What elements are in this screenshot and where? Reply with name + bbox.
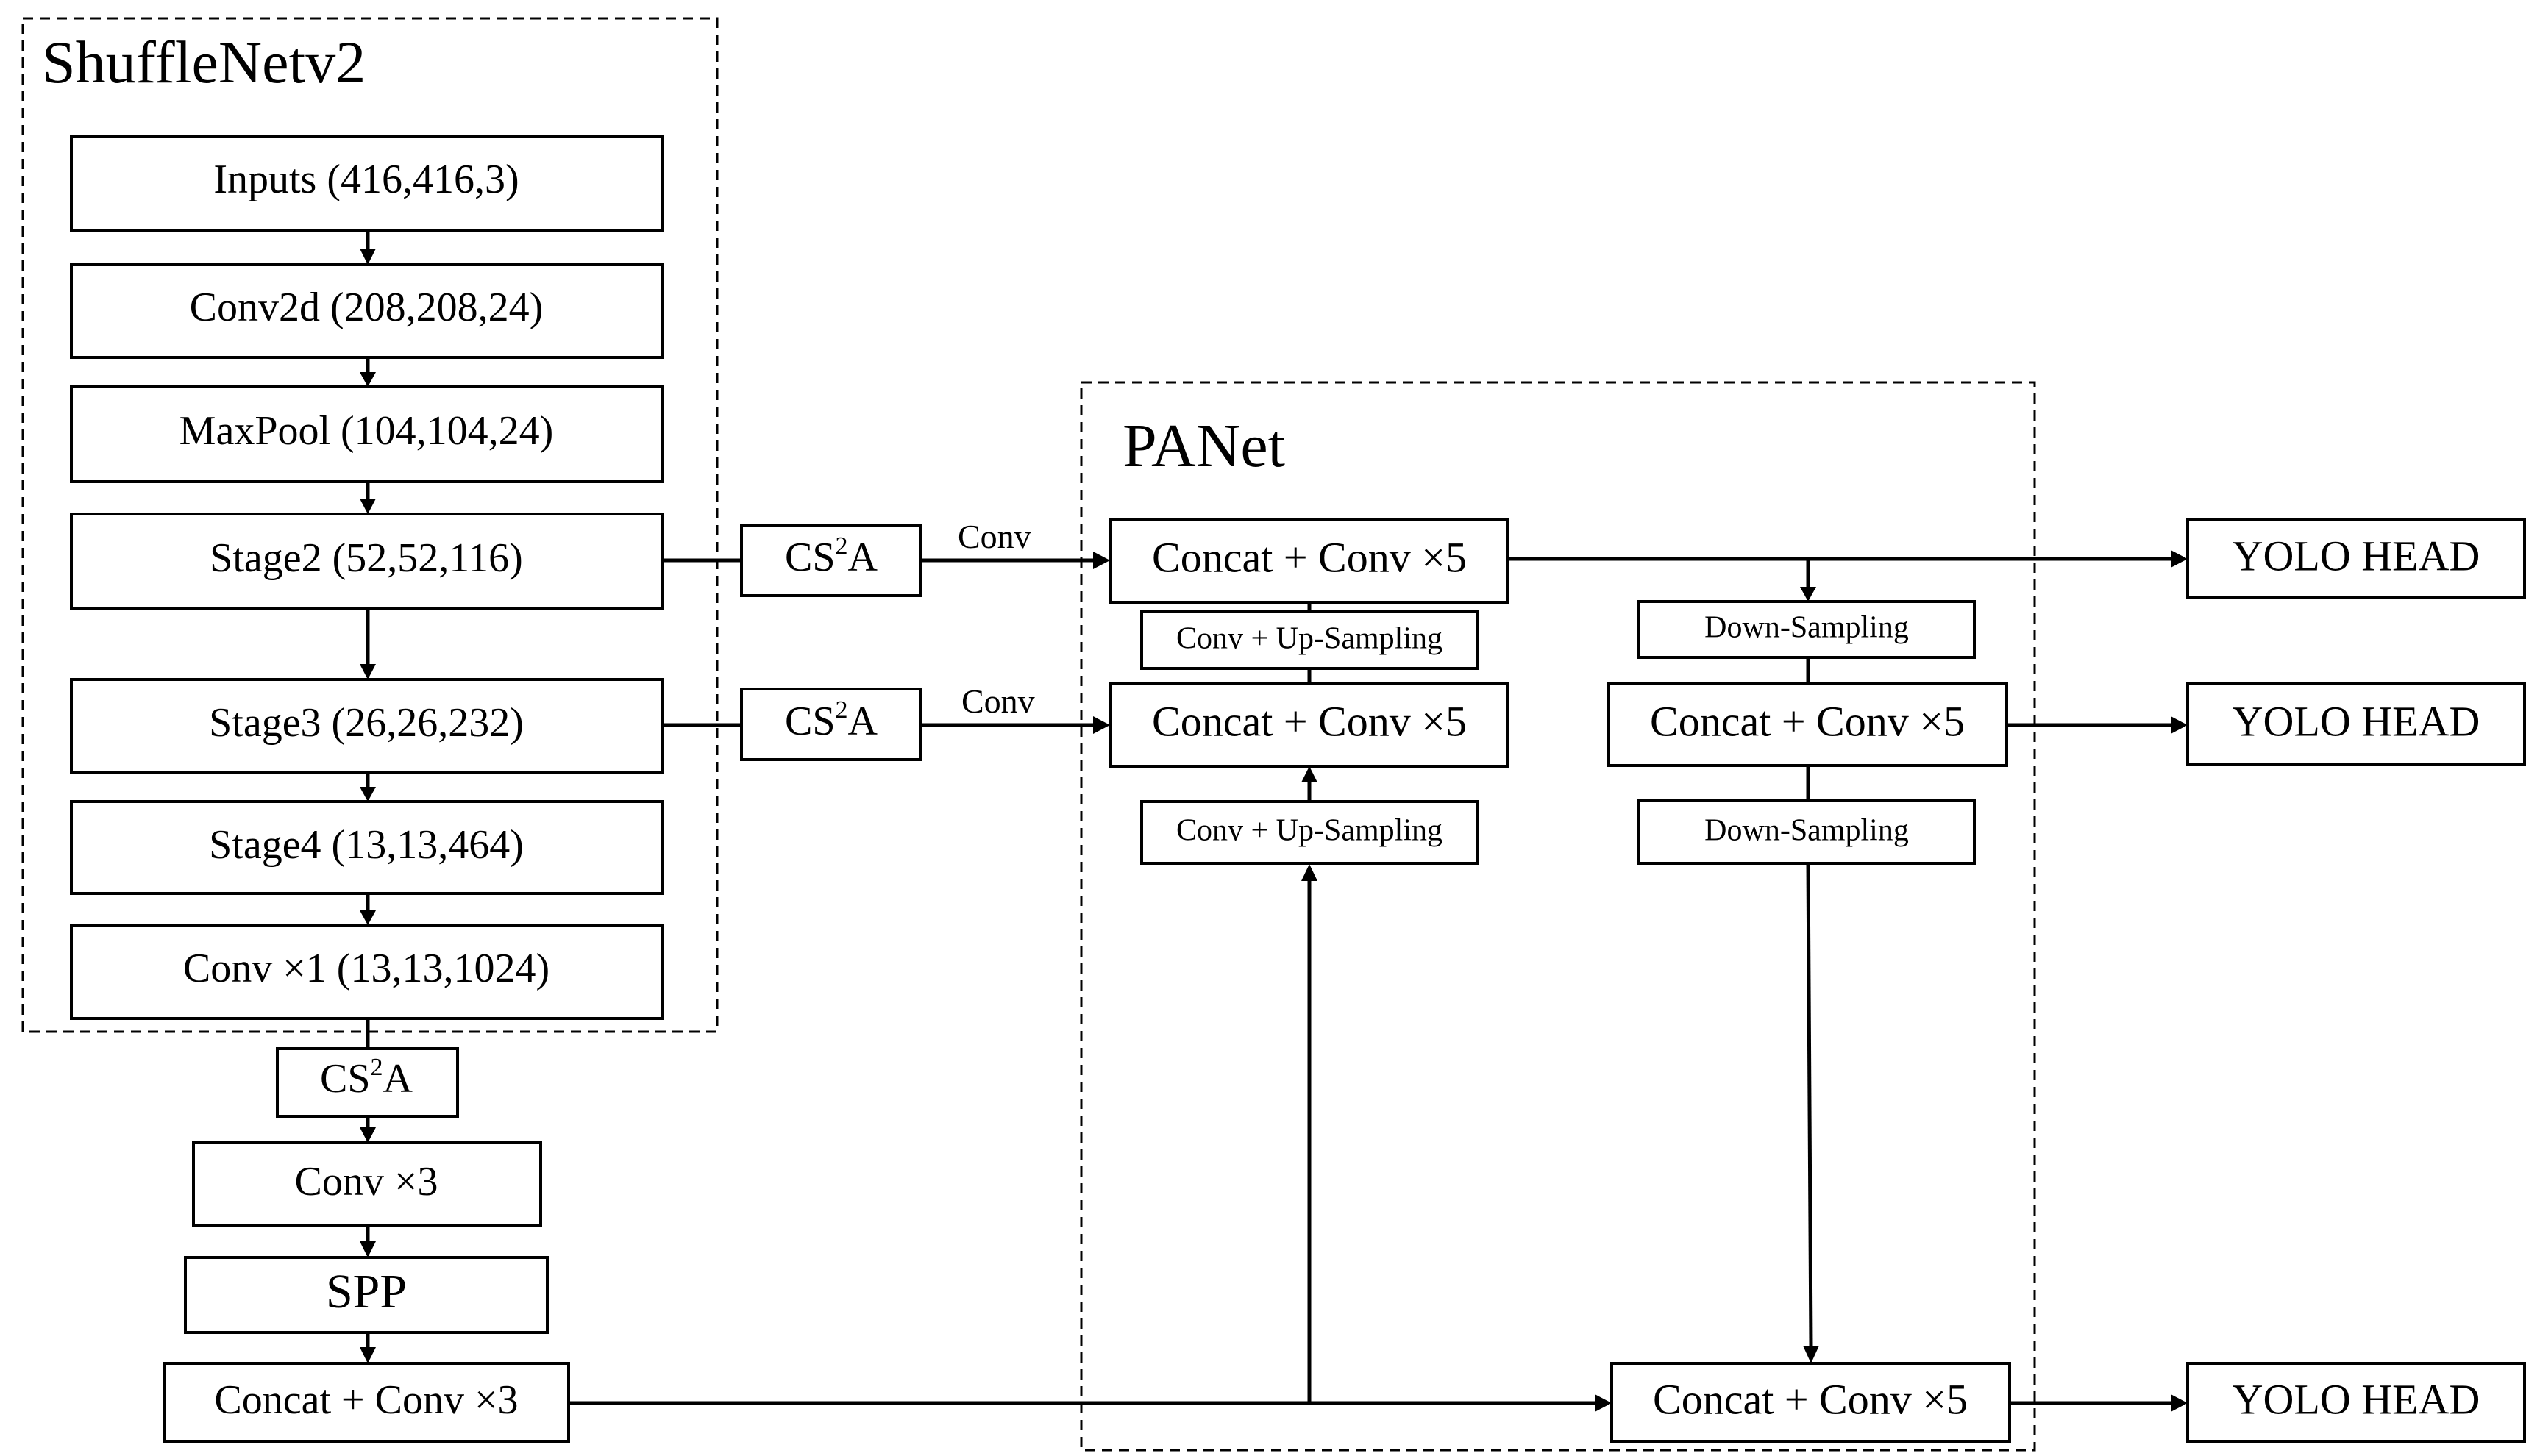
- attention-nodes: CS2A CS2A: [740, 524, 922, 761]
- node-cs2a-bottom: CS2A: [276, 1047, 459, 1118]
- panet-group: PANet: [1080, 381, 2036, 1452]
- node-stage2: Stage2 (52,52,116): [70, 513, 664, 610]
- connections: Conv Conv: [360, 231, 2188, 1412]
- node-conv-upsampling-1-label: Conv + Up-Sampling: [1176, 622, 1442, 656]
- arrow-concat-top-yolo1: [2171, 550, 2188, 568]
- arrow-ds2-concat-bottom: [1803, 1346, 1819, 1363]
- arrow-stage4-convx1: [360, 910, 376, 925]
- node-maxpool-label: MaxPool (104,104,24): [179, 408, 554, 454]
- edge-label-conv-2: Conv: [961, 682, 1035, 720]
- shufflenet-backbone-title: ShuffleNetv2: [42, 29, 366, 96]
- node-yolo-head-1: YOLO HEAD: [2186, 518, 2526, 599]
- node-stage3: Stage3 (26,26,232): [70, 678, 664, 774]
- panet-frame: [1080, 381, 2036, 1452]
- panet-title: PANet: [1123, 412, 1285, 480]
- node-concat-mid-left: Concat + Conv ×5: [1109, 682, 1509, 768]
- node-concat-mid-right-label: Concat + Conv ×5: [1650, 697, 1965, 745]
- arrow-conv2d-maxpool: [360, 372, 376, 387]
- node-inputs-label: Inputs (416,416,3): [213, 157, 519, 202]
- node-concat-bottom-right-label: Concat + Conv ×5: [1653, 1375, 1968, 1423]
- node-inputs: Inputs (416,416,3): [70, 135, 664, 232]
- shufflenet-backbone-frame: [21, 17, 719, 1033]
- arrow-stage2-stage3: [360, 664, 376, 679]
- node-yolo-head-2: YOLO HEAD: [2186, 682, 2526, 766]
- node-spp-label: SPP: [326, 1265, 407, 1318]
- node-stage3-label: Stage3 (26,26,232): [209, 700, 524, 746]
- arrow-concat-mid-right-yolo2: [2171, 716, 2188, 734]
- edge-label-conv-1: Conv: [958, 518, 1031, 555]
- node-down-sampling-2: Down-Sampling: [1637, 799, 1976, 865]
- node-yolo-head-3: YOLO HEAD: [2186, 1362, 2526, 1443]
- node-conv2d: Conv2d (208,208,24): [70, 263, 664, 359]
- node-cs2a-2-label: CS2A: [785, 696, 878, 744]
- node-concat-mid-right: Concat + Conv ×5: [1607, 682, 2008, 767]
- arrow-inputs-conv2d: [360, 249, 376, 265]
- node-cs2a-1-label: CS2A: [785, 532, 878, 580]
- node-spp: SPP: [184, 1256, 549, 1334]
- node-stage4: Stage4 (13,13,464): [70, 800, 664, 895]
- node-yolo-head-3-label: YOLO HEAD: [2233, 1375, 2480, 1423]
- node-concat-mid-left-label: Concat + Conv ×5: [1152, 697, 1467, 745]
- node-conv-upsampling-1: Conv + Up-Sampling: [1140, 610, 1479, 670]
- node-conv-x3-label: Conv ×3: [295, 1159, 438, 1205]
- node-cs2a-1: CS2A: [740, 524, 922, 597]
- arrow-spp-concatx3: [360, 1347, 376, 1363]
- node-concat-bottom-right: Concat + Conv ×5: [1610, 1362, 2011, 1443]
- node-conv-upsampling-2: Conv + Up-Sampling: [1140, 800, 1479, 865]
- node-conv-x3: Conv ×3: [192, 1141, 542, 1227]
- node-conv2d-label: Conv2d (208,208,24): [190, 285, 544, 330]
- arrow-convx3-spp: [360, 1241, 376, 1257]
- node-concat-top-left-label: Concat + Conv ×5: [1152, 533, 1467, 581]
- node-concat-top-left: Concat + Conv ×5: [1109, 518, 1509, 604]
- arrow-concat-bottom-yolo3: [2171, 1394, 2188, 1412]
- node-cs2a-bottom-label: CS2A: [320, 1054, 413, 1102]
- arrow-branch-downsampling-1: [1800, 587, 1816, 602]
- node-conv-upsampling-2-label: Conv + Up-Sampling: [1176, 814, 1442, 848]
- node-down-sampling-1: Down-Sampling: [1637, 600, 1976, 659]
- node-stage4-label: Stage4 (13,13,464): [209, 822, 524, 868]
- arrow-stage3-stage4: [360, 787, 376, 802]
- arrow-cs2a-concat-mid: [1093, 716, 1110, 734]
- arrow-concatx3-concat-bottom: [1595, 1394, 1612, 1412]
- arrow-cs2a-concat-top: [1093, 552, 1110, 569]
- node-concat-conv-x3: Concat + Conv ×3: [163, 1362, 570, 1443]
- node-cs2a-2: CS2A: [740, 688, 922, 761]
- backbone-nodes: Inputs (416,416,3) Conv2d (208,208,24) M…: [70, 135, 664, 1020]
- node-maxpool: MaxPool (104,104,24): [70, 385, 664, 483]
- node-concat-conv-x3-label: Concat + Conv ×3: [214, 1377, 518, 1423]
- node-yolo-head-1-label: YOLO HEAD: [2233, 532, 2480, 579]
- arrow-upsampling2-concat-mid: [1301, 766, 1317, 782]
- yolo-heads: YOLO HEAD YOLO HEAD YOLO HEAD: [2186, 518, 2526, 1443]
- edge-ds2-concat-bottom: [1806, 863, 1813, 1348]
- node-down-sampling-1-label: Down-Sampling: [1704, 611, 1909, 645]
- bottom-chain-nodes: CS2A Conv ×3 SPP Concat + Conv ×3: [163, 1047, 570, 1443]
- panet-nodes: Concat + Conv ×5 Conv + Up-Sampling Conc…: [1109, 518, 2011, 1443]
- node-down-sampling-2-label: Down-Sampling: [1704, 814, 1909, 848]
- node-stage2-label: Stage2 (52,52,116): [210, 535, 523, 581]
- node-conv-x1-label: Conv ×1 (13,13,1024): [183, 946, 549, 991]
- shufflenet-backbone-group: ShuffleNetv2: [21, 17, 719, 1033]
- arrow-branch-upsampling-2: [1301, 864, 1317, 881]
- node-yolo-head-2-label: YOLO HEAD: [2233, 697, 2480, 745]
- arrow-maxpool-stage2: [360, 499, 376, 514]
- node-conv-x1: Conv ×1 (13,13,1024): [70, 924, 664, 1020]
- arrow-cs2a-convx3: [360, 1127, 376, 1143]
